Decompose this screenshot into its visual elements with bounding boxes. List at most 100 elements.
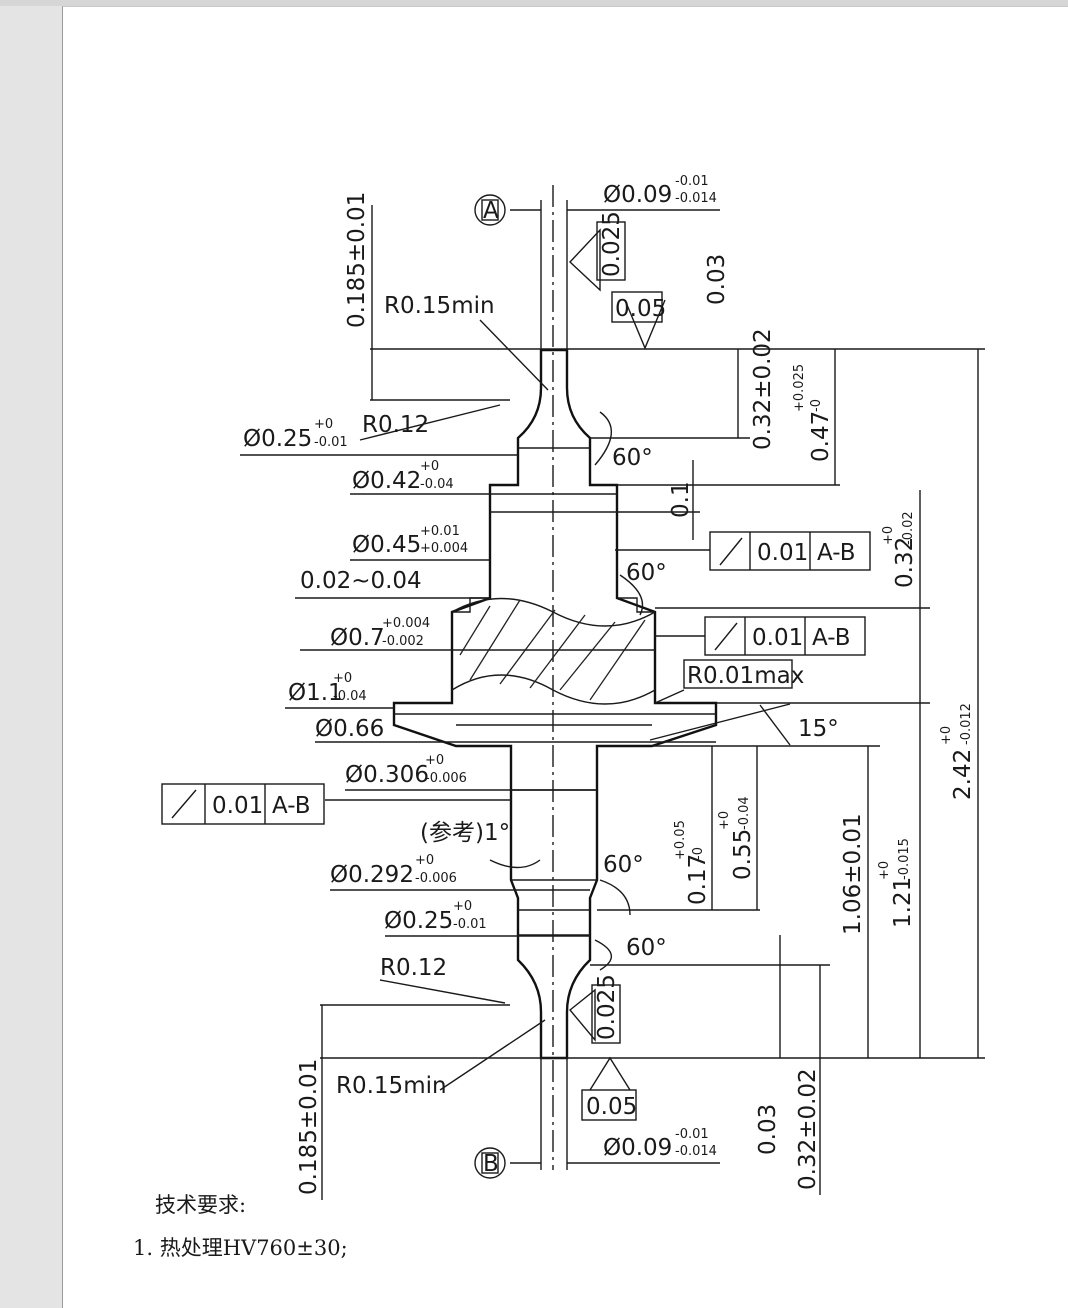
svg-text:0.1: 0.1 [668, 481, 694, 518]
svg-text:60°: 60° [626, 560, 667, 586]
runout-frame-1: 0.01 A-B [709, 531, 871, 571]
svg-text:0.01: 0.01 [212, 793, 263, 819]
svg-text:0.32: 0.32 [892, 537, 918, 588]
svg-text:0.55: 0.55 [730, 829, 756, 880]
svg-text:2.42: 2.42 [950, 749, 976, 800]
svg-text:0.01: 0.01 [757, 540, 808, 566]
svg-text:R0.15min: R0.15min [384, 293, 495, 319]
svg-text:-0.014: -0.014 [675, 191, 717, 206]
top-pivot [392, 348, 718, 1060]
svg-text:+0: +0 [415, 853, 434, 868]
svg-text:-0.01: -0.01 [453, 917, 487, 932]
svg-text:0.185±0.01: 0.185±0.01 [296, 1059, 322, 1195]
svg-text:-0.01: -0.01 [675, 174, 709, 189]
part-outline [392, 185, 718, 1170]
svg-text:-0.012: -0.012 [959, 703, 974, 745]
svg-text:+0.01: +0.01 [420, 524, 460, 539]
svg-text:+0: +0 [425, 753, 444, 768]
section-hatch [459, 599, 646, 701]
svg-text:Ø1.1: Ø1.1 [288, 680, 343, 706]
svg-text:+0: +0 [881, 526, 896, 545]
runout-arrow-icon [719, 537, 743, 566]
svg-text:0.03: 0.03 [704, 254, 730, 305]
svg-text:A-B: A-B [812, 625, 851, 651]
svg-text:+0.004: +0.004 [420, 541, 468, 556]
svg-text:Ø0.66: Ø0.66 [315, 716, 384, 742]
svg-text:R0.12: R0.12 [362, 412, 429, 438]
svg-text:0.05: 0.05 [615, 296, 666, 322]
svg-text:R0.15min: R0.15min [336, 1073, 447, 1099]
svg-text:+0: +0 [314, 417, 333, 432]
notes-heading: 技术要求: [155, 1193, 246, 1217]
svg-text:R0.12: R0.12 [380, 955, 447, 981]
technical-requirements: 技术要求: 1. 热处理HV760±30; [133, 1193, 348, 1260]
svg-text:15°: 15° [798, 716, 839, 742]
svg-text:60°: 60° [612, 445, 653, 471]
svg-text:0.32±0.02: 0.32±0.02 [795, 1068, 821, 1190]
svg-text:-0.002: -0.002 [382, 634, 424, 649]
svg-text:0.025: 0.025 [599, 211, 625, 277]
dimension-texts: Ø0.09 -0.01 -0.014 0.025 0.05 0.03 0.185… [243, 174, 976, 1195]
svg-text:Ø0.306: Ø0.306 [345, 762, 429, 788]
svg-text:-0.006: -0.006 [415, 871, 457, 886]
svg-text:-0: -0 [809, 399, 824, 412]
svg-text:+0: +0 [453, 899, 472, 914]
svg-text:-0.04: -0.04 [420, 477, 454, 492]
svg-text:0.185±0.01: 0.185±0.01 [344, 192, 370, 328]
svg-text:+0: +0 [333, 671, 352, 686]
svg-text:0.03: 0.03 [755, 1104, 781, 1155]
svg-text:-0.01: -0.01 [314, 435, 348, 450]
runout-arrow-icon [171, 789, 197, 819]
svg-text:A-B: A-B [817, 540, 856, 566]
svg-text:1.06±0.01: 1.06±0.01 [840, 813, 866, 935]
svg-text:Ø0.25: Ø0.25 [384, 908, 453, 934]
dimension-lines [240, 200, 985, 1200]
svg-text:-0.04: -0.04 [737, 796, 752, 830]
svg-text:Ø0.09: Ø0.09 [603, 182, 672, 208]
runout-frame-3: 0.01 A-B [161, 783, 325, 825]
svg-text:+0: +0 [420, 459, 439, 474]
datum-b: B [474, 1147, 506, 1179]
runout-frame-2: 0.01 A-B [704, 616, 866, 656]
svg-text:60°: 60° [626, 935, 667, 961]
svg-text:+0.025: +0.025 [792, 364, 807, 412]
svg-text:-0.006: -0.006 [425, 771, 467, 786]
svg-text:60°: 60° [603, 852, 644, 878]
svg-text:0.025: 0.025 [594, 974, 620, 1040]
svg-text:-0.014: -0.014 [675, 1144, 717, 1159]
svg-text:A: A [483, 198, 499, 224]
svg-text:0.47: 0.47 [808, 411, 834, 462]
notes-item-1: 1. 热处理HV760±30; [133, 1236, 348, 1260]
svg-text:-0.02: -0.02 [901, 511, 916, 545]
svg-text:-0.04: -0.04 [333, 689, 367, 704]
svg-text:+0: +0 [877, 861, 892, 880]
svg-text:0.05: 0.05 [586, 1094, 637, 1120]
svg-text:B: B [483, 1151, 499, 1177]
svg-text:R0.01max: R0.01max [687, 663, 804, 689]
svg-text:-0.01: -0.01 [675, 1127, 709, 1142]
datum-a: A [474, 194, 506, 226]
svg-text:0.01: 0.01 [752, 625, 803, 651]
svg-text:0.32±0.02: 0.32±0.02 [750, 328, 776, 450]
svg-text:Ø0.292: Ø0.292 [330, 862, 414, 888]
svg-text:Ø0.25: Ø0.25 [243, 426, 312, 452]
svg-text:(参考)1°: (参考)1° [420, 820, 510, 846]
svg-text:Ø0.45: Ø0.45 [352, 532, 421, 558]
viewer-top-bar [0, 0, 1068, 6]
runout-arrow-icon [714, 622, 738, 651]
svg-text:+0.004: +0.004 [382, 616, 430, 631]
svg-text:+0: +0 [939, 726, 954, 745]
svg-text:-0.015: -0.015 [897, 838, 912, 880]
svg-text:1.21: 1.21 [890, 877, 916, 928]
svg-text:+0.05: +0.05 [673, 820, 688, 860]
svg-text:+0: +0 [717, 811, 732, 830]
svg-text:A-B: A-B [272, 793, 311, 819]
svg-text:0.02~0.04: 0.02~0.04 [300, 568, 422, 594]
svg-text:-0: -0 [691, 847, 706, 860]
svg-text:Ø0.42: Ø0.42 [352, 468, 421, 494]
svg-text:Ø0.09: Ø0.09 [603, 1135, 672, 1161]
document-page [62, 6, 1068, 1308]
svg-text:0.17: 0.17 [685, 854, 711, 905]
svg-text:Ø0.7: Ø0.7 [330, 625, 385, 651]
